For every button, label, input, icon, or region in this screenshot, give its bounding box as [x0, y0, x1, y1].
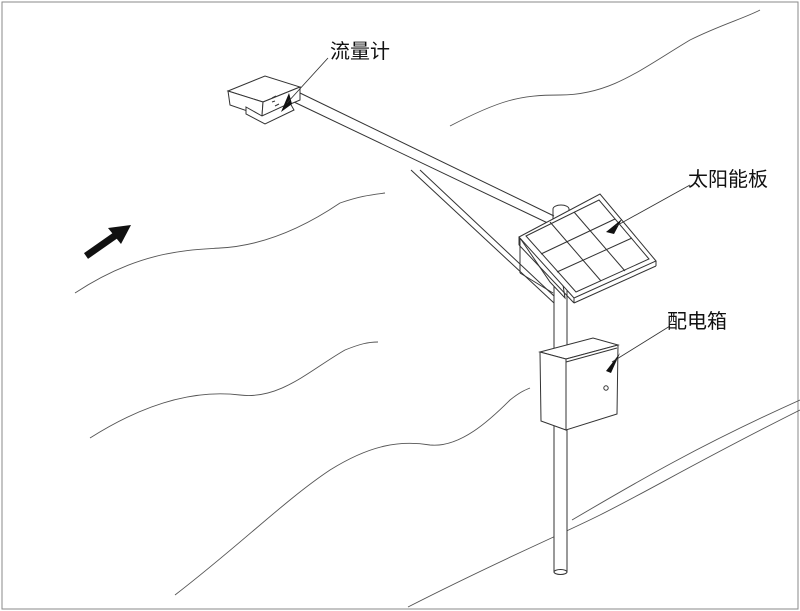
support-brace	[410, 169, 555, 304]
solar-panel-label: 太阳能板	[688, 167, 768, 191]
water-line	[449, 9, 761, 127]
distribution-box-device	[538, 337, 620, 431]
water-line	[89, 341, 379, 439]
water-line	[571, 399, 800, 521]
water-line	[174, 387, 531, 596]
distribution-box-label: 配电箱	[667, 309, 727, 333]
flowmeter-label: 流量计	[330, 39, 390, 63]
water-surface-lines	[74, 9, 800, 608]
solar-panel-device	[518, 193, 657, 304]
flowmeter-device	[226, 75, 302, 125]
box-leader-line	[611, 325, 671, 363]
water-line	[407, 409, 800, 608]
flowmeter-leader-line	[286, 57, 329, 104]
flow-direction-arrow	[83, 225, 131, 259]
cantilever-arm	[293, 92, 555, 227]
solar-leader-line	[615, 184, 691, 227]
water-line	[74, 192, 386, 294]
